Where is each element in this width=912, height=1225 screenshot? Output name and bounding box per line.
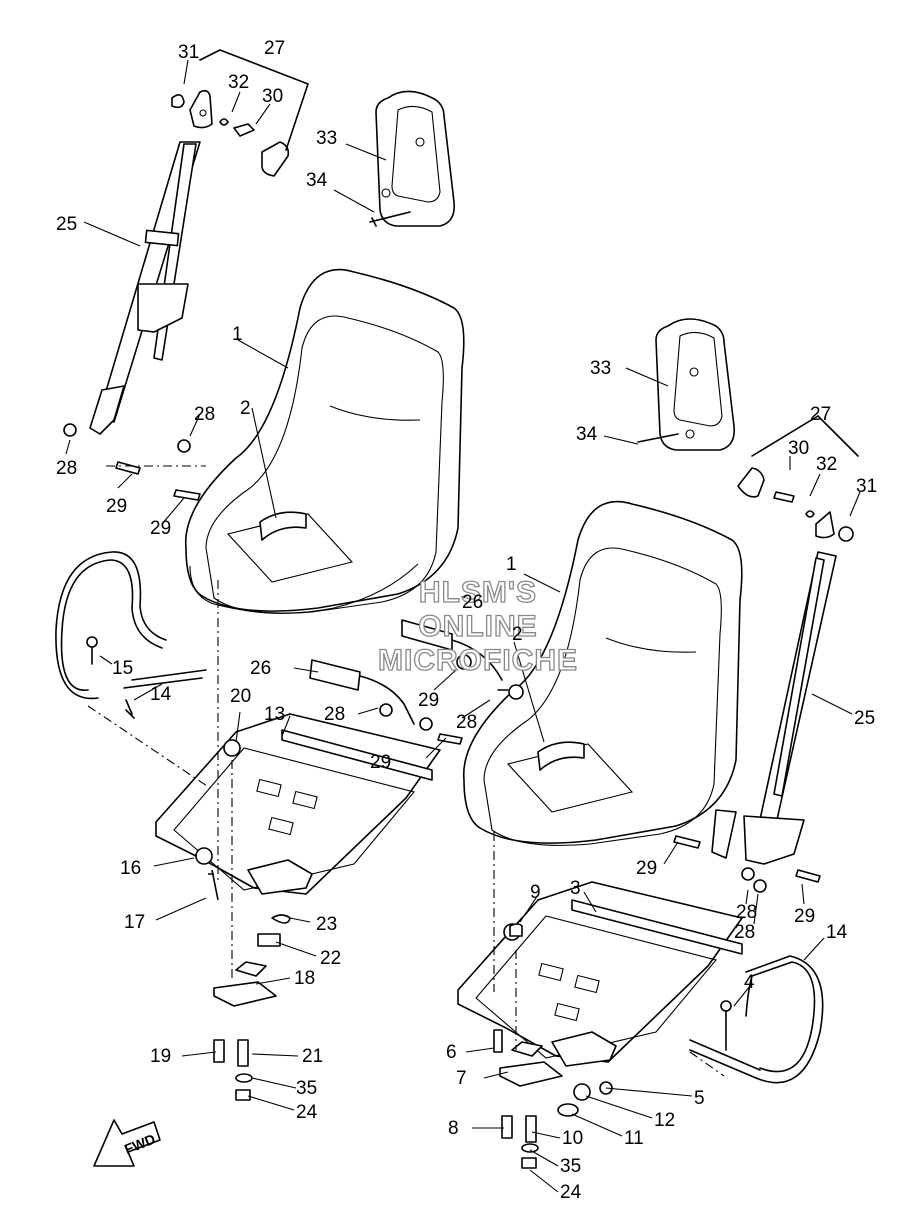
callout: 24 [560, 1182, 582, 1203]
callout: 14 [150, 684, 172, 705]
callout: 26 [250, 658, 271, 679]
callout: 11 [624, 1128, 644, 1149]
callout: 10 [562, 1128, 583, 1149]
left-belt-anchor-hardware [171, 49, 309, 177]
right-grab-bar [689, 955, 824, 1084]
left-seat-belt [63, 141, 201, 501]
callout: 29 [418, 690, 439, 711]
callout: 6 [446, 1042, 457, 1063]
callout: 31 [856, 476, 877, 497]
callout: 29 [794, 906, 815, 927]
assembly-lines [87, 465, 725, 1077]
callout: 9 [530, 882, 541, 903]
callout: 34 [306, 170, 328, 191]
callout: 18 [294, 968, 315, 989]
callout: 19 [150, 1046, 171, 1067]
callout: 27 [810, 404, 831, 425]
callout: 28 [734, 922, 755, 943]
callout: 22 [320, 948, 341, 969]
callout: 32 [228, 72, 249, 93]
left-bracket-hardware [208, 869, 291, 1101]
callout: 25 [854, 708, 875, 729]
callout: 28 [324, 704, 345, 725]
callout: 15 [112, 658, 133, 679]
callout: 23 [316, 914, 337, 935]
callout-labels: 31 27 32 30 33 34 25 1 2 28 28 29 29 33 … [56, 38, 877, 1203]
callout: 28 [736, 902, 757, 923]
callout: 21 [302, 1046, 323, 1067]
callout: 28 [194, 404, 215, 425]
callout: 8 [448, 1118, 459, 1139]
watermark-line-3: MICROFICHE [378, 644, 578, 677]
callout: 3 [570, 878, 581, 899]
callout: 29 [106, 496, 127, 517]
callout: 29 [636, 858, 657, 879]
callout: 4 [744, 972, 755, 993]
callout: 28 [56, 458, 77, 479]
callout: 1 [232, 324, 243, 345]
callout: 30 [262, 86, 283, 107]
callout: 7 [456, 1068, 467, 1089]
left-headrest-pad [369, 90, 456, 227]
callout: 2 [240, 398, 251, 419]
callout: 29 [370, 752, 391, 773]
callout: 29 [150, 518, 171, 539]
callout: 14 [826, 922, 848, 943]
callout: 35 [296, 1078, 317, 1099]
watermark: HLSM'S ONLINE MICROFICHE [377, 575, 578, 677]
watermark-line-1: HLSM'S [419, 576, 537, 609]
callout: 24 [296, 1102, 318, 1123]
buckle-assemblies [309, 619, 524, 745]
forward-arrow-icon: FWD [93, 1119, 161, 1167]
callout: 28 [456, 712, 477, 733]
callout: 26 [462, 592, 483, 613]
callout: 5 [694, 1088, 705, 1109]
left-seat-frame [155, 713, 441, 895]
callout: 33 [590, 358, 611, 379]
left-seat [184, 268, 465, 614]
watermark-line-2: ONLINE [418, 610, 537, 643]
callout: 20 [230, 686, 251, 707]
callout: 34 [576, 424, 598, 445]
callout: 32 [816, 454, 837, 475]
right-bracket-hardware [493, 923, 613, 1169]
callout: 27 [264, 38, 285, 59]
right-headrest-pad [637, 318, 736, 451]
callout: 1 [506, 554, 517, 575]
callout: 16 [120, 858, 141, 879]
callout: 33 [316, 128, 337, 149]
right-belt-anchor-hardware [737, 415, 859, 542]
callout: 31 [178, 42, 199, 63]
left-grab-bar [55, 551, 207, 719]
callout: 25 [56, 214, 77, 235]
callout: 17 [124, 912, 145, 933]
leader-lines [65, 59, 861, 1193]
callout: 30 [788, 438, 809, 459]
callout: 2 [512, 624, 523, 645]
callout: 12 [654, 1110, 675, 1131]
right-seat [462, 500, 743, 846]
callout: 13 [264, 704, 285, 725]
right-seat-frame [457, 881, 743, 1067]
callout: 35 [560, 1156, 581, 1177]
right-seat-belt [673, 551, 837, 893]
